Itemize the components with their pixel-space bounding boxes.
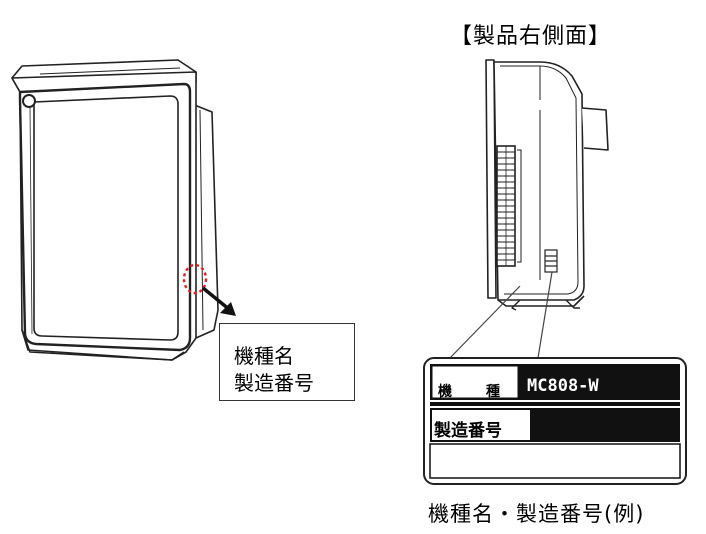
callout-serial-number: 製造番号 bbox=[234, 371, 314, 395]
nameplate-kishu-char1: 機 bbox=[438, 384, 468, 400]
callout-arrow bbox=[201, 286, 236, 316]
nameplate-kishu-char2: 種 bbox=[486, 384, 500, 400]
side-view-title: 【製品右側面】 bbox=[450, 24, 612, 49]
filter-slats bbox=[496, 145, 522, 267]
nameplate-model-value: MC808-W bbox=[527, 376, 599, 396]
callout-box bbox=[219, 323, 355, 401]
label-location-highlight bbox=[182, 263, 208, 295]
nameplate-label bbox=[423, 357, 687, 485]
side-label-tag bbox=[544, 249, 558, 273]
leader-lines bbox=[447, 271, 553, 361]
product-front-view bbox=[11, 59, 219, 361]
callout-model-name: 機種名 bbox=[234, 344, 294, 368]
product-side-view bbox=[485, 59, 609, 311]
nameplate-caption: 機種名・製造番号(例) bbox=[428, 502, 645, 526]
nameplate-serial-label: 製造番号 bbox=[434, 421, 502, 441]
